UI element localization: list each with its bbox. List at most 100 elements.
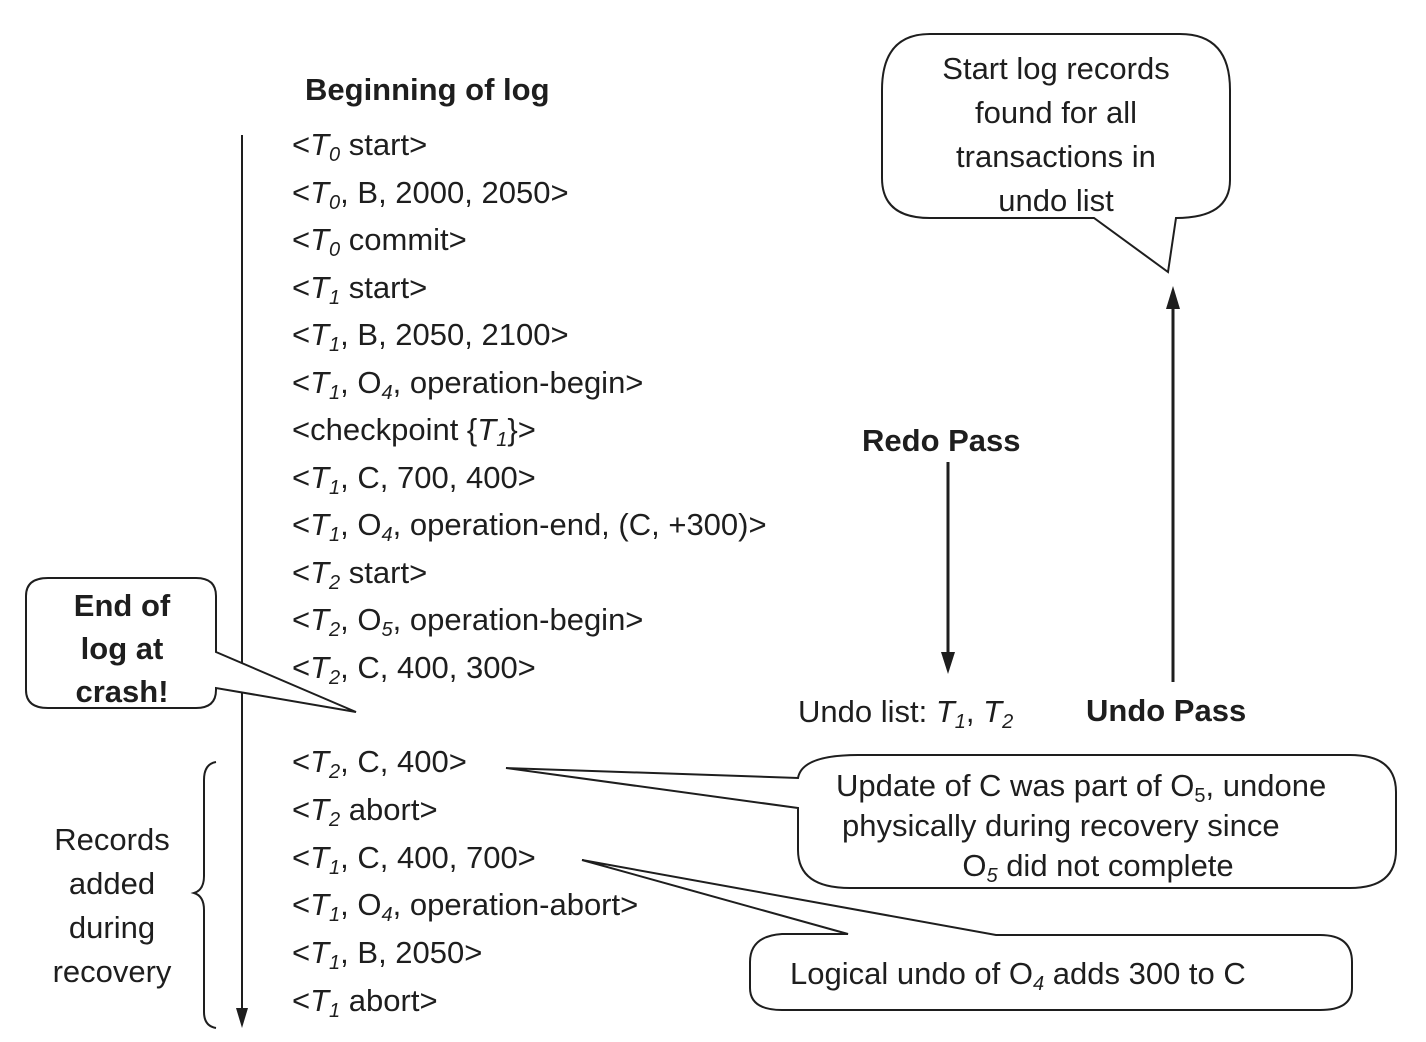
record-transaction-subscript: 1: [329, 904, 341, 927]
update-c-callout: Update of C was part of O5, undone physi…: [800, 766, 1396, 886]
record-transaction: T: [310, 269, 330, 305]
record-transaction-subscript: 1: [329, 476, 341, 499]
undo-pass-arrow: [1166, 286, 1180, 682]
log-record-3: <T1 start>: [292, 269, 428, 309]
record-transaction-subscript: 2: [329, 808, 341, 831]
record-transaction: T: [310, 317, 330, 352]
recovery-record-0: <T2, C, 400>: [292, 744, 467, 783]
end-of-log-callout: End of log at crash!: [28, 584, 216, 713]
log-record-5: <T1, O4, operation-begin>: [292, 364, 644, 404]
record-prefix: <: [292, 459, 311, 495]
record-transaction: T: [310, 554, 330, 590]
update-c-line1-b: , undone: [1205, 768, 1327, 803]
undo-list: Undo list: T1, T2: [798, 694, 1013, 733]
start-records-callout: Start log records found for all transact…: [886, 47, 1226, 223]
record-body: , B, 2000, 2050>: [340, 174, 569, 210]
update-c-line1-a: Update of C was part of O: [836, 768, 1195, 803]
log-record-8: <T1, O4, operation-end, (C, +300)>: [292, 507, 767, 545]
record-transaction: T: [310, 174, 330, 210]
records-added-line: added: [68, 866, 156, 901]
record-transaction: T: [310, 839, 330, 875]
update-c-bubble: [505, 754, 1397, 889]
records-added-line: during: [68, 910, 156, 945]
start-records-bubble: [881, 33, 1231, 274]
log-record-7: <T1, C, 700, 400>: [292, 459, 536, 499]
records-added-line: Records: [54, 822, 170, 857]
record-body: , B, 2050, 2100>: [340, 317, 569, 352]
record-transaction: T: [310, 127, 330, 162]
record-body: start>: [340, 269, 428, 305]
update-c-line3-sub: 5: [986, 865, 998, 887]
record-prefix: <: [292, 791, 311, 827]
record-transaction: T: [310, 887, 330, 923]
record-body: , C, 400>: [340, 744, 467, 779]
record-transaction: T: [310, 935, 330, 971]
record-transaction: T: [310, 222, 330, 257]
record-body: , C, 400, 300>: [340, 649, 536, 685]
record-transaction-subscript: 1: [329, 856, 341, 879]
record-transaction: T: [310, 602, 330, 637]
undo-list-prefix: Undo list:: [798, 694, 936, 729]
record-transaction-subscript: 1: [329, 286, 341, 309]
record-transaction: T: [310, 791, 330, 827]
redo-pass-label: Redo Pass: [862, 423, 1021, 458]
record-body: abort>: [340, 983, 438, 1018]
record-prefix: <: [292, 649, 311, 685]
update-c-line2: physically during recovery since: [842, 808, 1280, 843]
record-prefix: <: [292, 839, 311, 875]
recovery-record-1: <T2 abort>: [292, 791, 438, 831]
record-tail: , operation-end, (C, +300)>: [392, 507, 767, 542]
record-transaction: T: [310, 649, 330, 685]
record-tail: , operation-begin>: [392, 364, 644, 400]
record-prefix: <: [292, 554, 311, 590]
record-body: , O: [340, 602, 382, 637]
logical-undo-bubble: [581, 859, 1353, 1011]
log-record-0: <T0 start>: [292, 127, 428, 166]
record-transaction: T: [310, 507, 330, 542]
record-transaction-subscript: 0: [329, 191, 341, 214]
record-prefix: <: [292, 317, 311, 352]
update-c-line3: O5 did not complete: [800, 846, 1396, 886]
update-c-line3-a: O: [962, 848, 987, 883]
record-body: , O: [340, 507, 382, 542]
record-body: commit>: [340, 222, 467, 257]
log-record-1: <T0, B, 2000, 2050>: [292, 174, 569, 214]
update-c-line3-b: did not complete: [997, 848, 1234, 883]
update-c-line1-sub: 5: [1194, 785, 1206, 807]
record-transaction-subscript: 1: [329, 381, 341, 404]
record-operation-subscript: 5: [381, 619, 393, 641]
record-prefix: <: [292, 222, 311, 257]
undo-list-sep: ,: [965, 694, 984, 729]
record-transaction-subscript: 2: [329, 761, 341, 783]
record-prefix: <: [292, 364, 311, 400]
start-records-line: undo list: [998, 183, 1114, 218]
record-transaction-subscript: 1: [329, 334, 341, 356]
record-body: , O: [340, 887, 382, 923]
log-timeline-arrow: [236, 135, 248, 1028]
recovery-record-3: <T1, O4, operation-abort>: [292, 887, 638, 927]
record-body: start>: [340, 127, 428, 162]
record-prefix: <: [292, 983, 311, 1018]
record-prefix: <: [292, 174, 311, 210]
undo-pass-label: Undo Pass: [1086, 693, 1247, 728]
log-record-10: <T2, O5, operation-begin>: [292, 602, 643, 641]
recovery-brace: [190, 761, 217, 1029]
log-record-6: <checkpoint {T1}>: [292, 412, 536, 450]
record-body: }>: [507, 412, 536, 447]
records-added-label: Records added during recovery: [30, 818, 194, 994]
record-body: abort>: [340, 791, 438, 827]
record-transaction: T: [310, 459, 330, 495]
record-transaction-subscript: 0: [329, 144, 341, 166]
recovery-record-5: <T1 abort>: [292, 983, 438, 1021]
end-of-log-bubble: [25, 577, 357, 713]
undo-list-tx2: T: [983, 694, 1003, 729]
end-of-log-line: crash!: [75, 674, 169, 709]
record-prefix: <: [292, 935, 311, 971]
end-of-log-line: End of: [73, 588, 171, 623]
record-transaction-subscript: 1: [329, 952, 341, 975]
record-transaction-subscript: 2: [329, 666, 341, 689]
undo-list-sub1: 1: [954, 711, 966, 733]
record-operation-subscript: 4: [381, 381, 393, 404]
record-prefix: <checkpoint {: [292, 412, 478, 447]
